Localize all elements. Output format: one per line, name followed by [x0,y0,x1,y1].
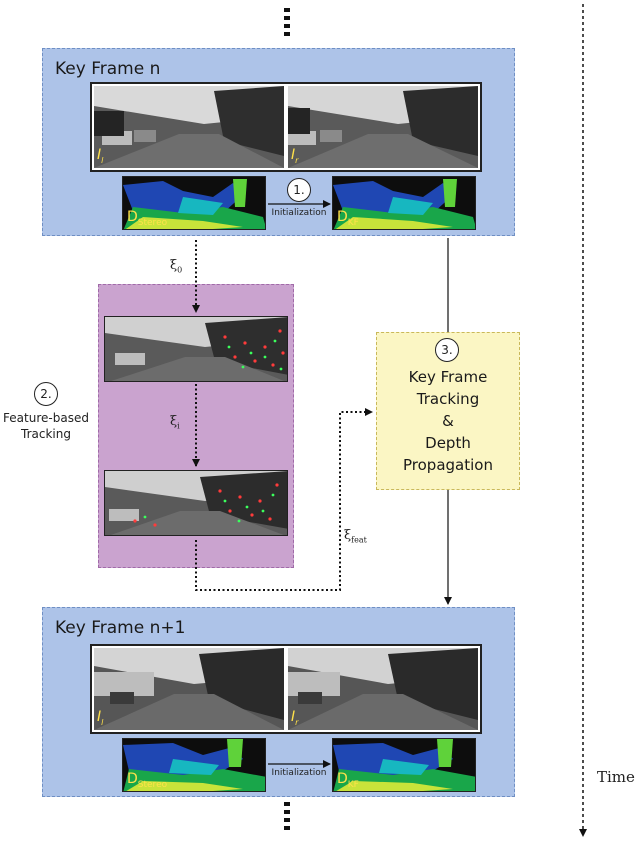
keyframe-n-stereo-pair: Il Ir [90,82,482,172]
xi-feat-label: ξfeat [344,528,367,545]
depth-kf-map: DKF [332,176,476,230]
feature-tracking-label: Feature-based Tracking [0,410,92,442]
depth-kf-scene [333,177,475,229]
time-axis-label: Time [597,768,635,786]
feature-image-top-scene [105,317,287,381]
right-image-n1-label: Ir [291,709,299,727]
left-image-n1-label: Il [97,709,104,727]
feature-image-bottom-scene [105,471,287,535]
keyframe-n-title: Key Frame n [55,59,161,79]
step-1-badge: 1. [287,178,311,202]
initialization-label-top: Initialization [271,208,327,218]
xi-i-label: ξi [170,414,180,431]
kf-tracking-line4: Depth [425,434,471,452]
right-image-scene [288,86,478,168]
left-image-label: Il [97,147,104,165]
right-image-n1-scene [288,648,478,730]
feature-tracking-line2: Tracking [21,427,71,441]
left-image-scene [94,86,284,168]
right-image: Ir [288,86,478,168]
kf-tracking-line5: Propagation [403,456,493,474]
kf-tracking-line2: Tracking [416,390,480,408]
depth-stereo-scene [123,177,265,229]
initialization-label-bottom: Initialization [271,768,327,778]
feature-tracking-line1: Feature-based [3,411,89,425]
right-image-label: Ir [291,147,299,165]
depth-stereo-n1-label: DStereo [127,771,168,790]
step-2-badge: 2. [34,382,58,406]
depth-kf-map-n1: DKF [332,738,476,792]
kf-tracking-line1: Key Frame [408,368,488,386]
depth-kf-n1-label: DKF [337,771,359,790]
xi-0-label: ξ0 [170,258,183,275]
depth-stereo-map: DStereo [122,176,266,230]
feature-image-bottom [104,470,288,536]
left-image: Il [94,86,284,168]
depth-kf-n1-scene [333,739,475,791]
depth-kf-label: DKF [337,209,359,228]
depth-stereo-map-n1: DStereo [122,738,266,792]
continuation-dots-bottom [284,802,290,830]
continuation-dots-top [284,8,290,36]
kf-tracking-line3: & [442,412,454,430]
keyframe-tracking-text: Key Frame Tracking & Depth Propagation [376,366,520,476]
feature-image-top [104,316,288,382]
depth-stereo-label: DStereo [127,209,168,228]
step-3-badge: 3. [435,338,459,362]
left-image-n1-scene [94,648,284,730]
depth-stereo-n1-scene [123,739,265,791]
left-image-n1: Il [94,648,284,730]
keyframe-n1-stereo-pair: Il Ir [90,644,482,734]
right-image-n1: Ir [288,648,478,730]
keyframe-n1-title: Key Frame n+1 [55,618,186,638]
